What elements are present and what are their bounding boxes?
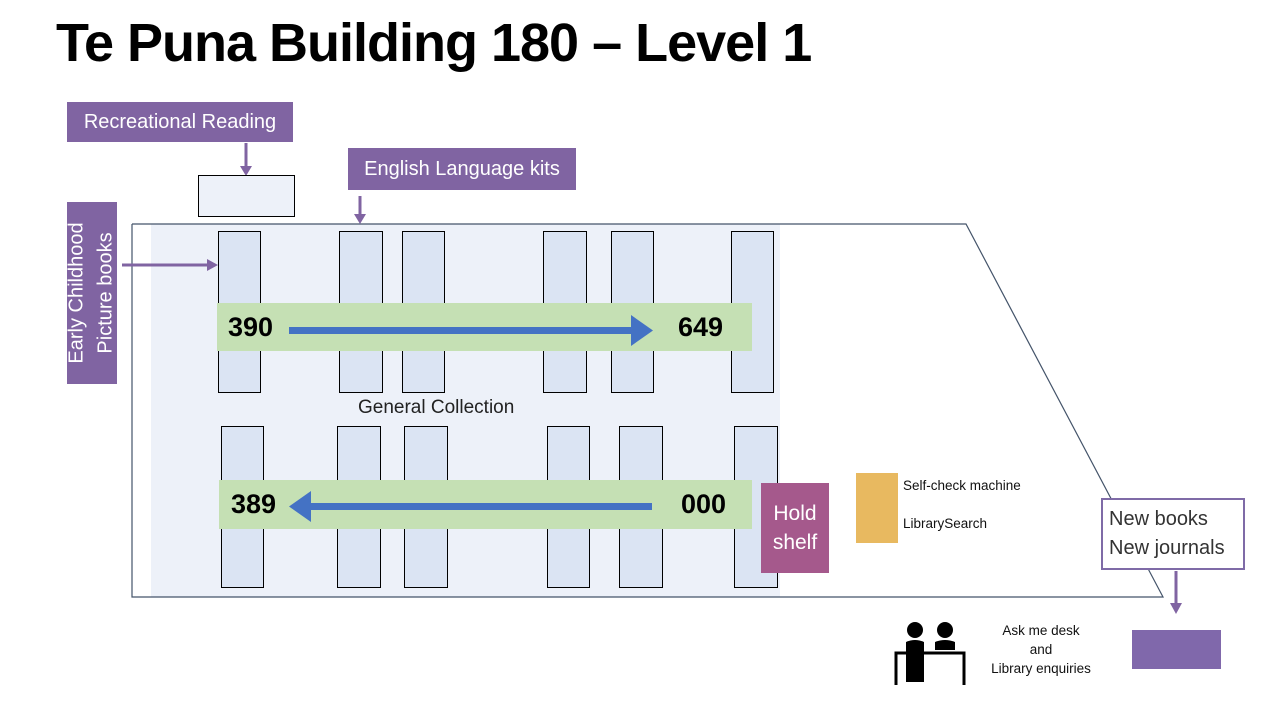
new-books-display (1132, 630, 1221, 669)
self-check-label: Self-check machine (903, 478, 1021, 493)
recreational-reading-shelf (198, 175, 295, 217)
early-childhood-label: Early Childhood Picture books (66, 202, 117, 384)
early-childhood-arrowhead (207, 259, 218, 271)
recreational-arrowhead (240, 166, 252, 176)
new-journals-text: New journals (1109, 537, 1225, 559)
new-books-journals-label: New books New journals (1101, 498, 1245, 570)
pointer-arrows (122, 143, 1182, 614)
building-outline (131, 223, 1164, 598)
page-title: Te Puna Building 180 – Level 1 (56, 13, 812, 73)
english-language-kits-label: English Language kits (348, 148, 576, 190)
range-end-649: 649 (678, 312, 724, 342)
range-start-000: 000 (681, 489, 727, 519)
early-childhood-line1: Early Childhood (66, 222, 89, 364)
range-start-390: 390 (228, 312, 274, 342)
range-end-389: 389 (231, 489, 277, 519)
ask-me-desk-label: Ask me desk and Library enquiries (991, 623, 1091, 676)
hold-shelf: Hold shelf (761, 483, 829, 573)
english-arrowhead (354, 214, 366, 224)
new-books-text: New books (1109, 508, 1208, 530)
new-books-arrowhead (1170, 603, 1182, 614)
library-search-label: LibrarySearch (903, 516, 988, 531)
general-collection-label: General Collection (358, 397, 515, 418)
early-childhood-line2: Picture books (95, 232, 118, 354)
people-at-desk-icon (894, 622, 966, 685)
arrow-right-icon (289, 315, 653, 346)
recreational-reading-label: Recreational Reading (67, 102, 293, 142)
arrow-left-icon (289, 491, 652, 522)
self-check-machine (856, 473, 898, 543)
